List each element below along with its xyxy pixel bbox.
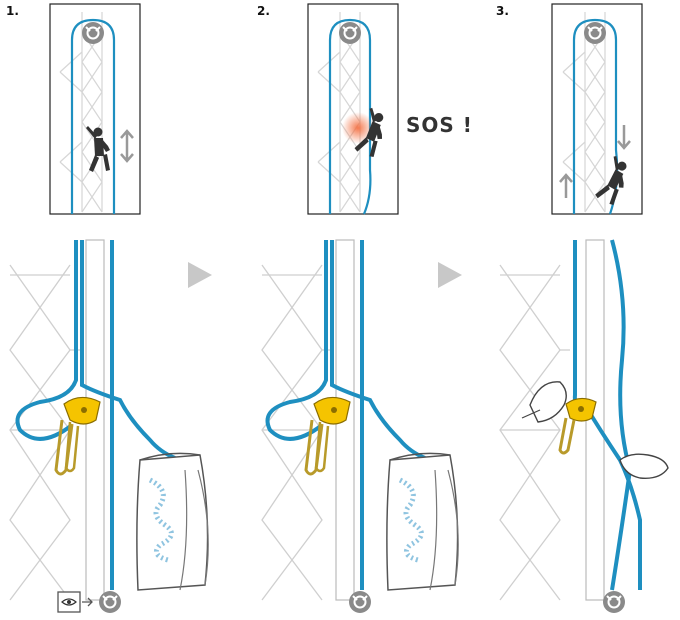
anchor-icon [338, 21, 362, 45]
detail-3 [499, 239, 669, 614]
down-arrow-icon [617, 125, 631, 150]
anchor-icon [348, 590, 372, 614]
up-arrow-icon [559, 173, 573, 198]
next-arrow-icon [438, 262, 462, 288]
rope [572, 240, 582, 412]
panel-3 [551, 3, 643, 215]
eye-manual-icon [57, 591, 93, 613]
rope-bag-icon [386, 452, 459, 591]
panel-2-rope [328, 18, 372, 215]
carabiner-icon [558, 417, 576, 455]
anchor-icon [98, 590, 122, 614]
step-2-label: 2. [257, 4, 270, 18]
anchor-icon [602, 590, 626, 614]
step-3-label: 3. [496, 4, 509, 18]
hand-icon [619, 453, 669, 479]
hand-icon [521, 381, 567, 423]
anchor-icon [583, 21, 607, 45]
up-down-arrow-icon [120, 129, 134, 163]
rope-bag-icon [136, 452, 209, 591]
panel-1 [49, 3, 141, 215]
step-1-label: 1. [6, 4, 19, 18]
anchor-icon [81, 21, 105, 45]
rope [15, 240, 78, 441]
detail-2 [261, 239, 462, 614]
sos-glow [342, 112, 374, 144]
sos-callout: SOS ! [406, 113, 473, 137]
panel-1-rope [70, 18, 116, 214]
panel-2 [307, 3, 399, 215]
rope [265, 240, 328, 441]
next-arrow-icon [188, 262, 212, 288]
detail-1 [9, 239, 212, 614]
